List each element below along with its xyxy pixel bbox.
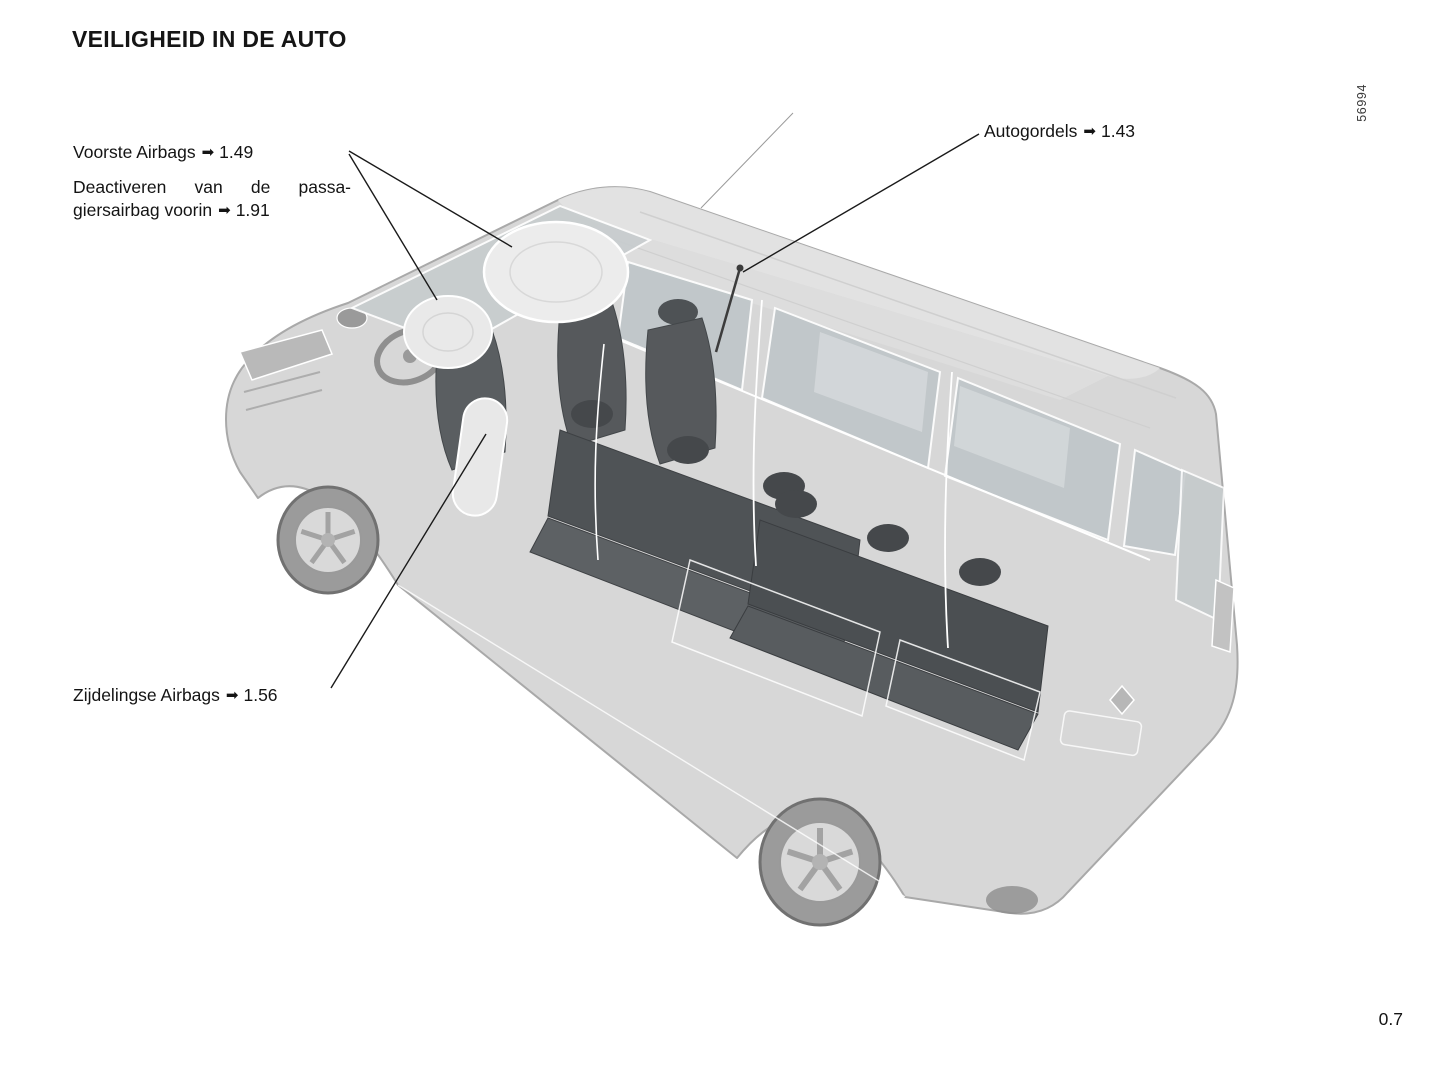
passenger-seat-2 [645, 317, 717, 465]
page-number: 0.7 [1378, 1009, 1403, 1029]
side-airbags-ref: 1.56 [243, 685, 278, 705]
deactivation-line-2-text: giersairbag voorin [73, 199, 213, 220]
brand-diamond-logo [1109, 684, 1135, 716]
roof-line [639, 211, 1177, 399]
door-seam-3 [594, 343, 605, 561]
passenger-front-airbag [482, 220, 630, 324]
airbags-group [403, 220, 630, 517]
passenger-airbag-fold [509, 241, 603, 303]
leader-seat-belts [742, 133, 980, 273]
driver-front-airbag [403, 295, 493, 369]
driver-airbag-fold [422, 312, 474, 352]
belt-anchor [736, 264, 744, 272]
rear-quarter-window [1122, 448, 1187, 557]
rear-wheel-hub [812, 854, 828, 870]
taillight [1211, 578, 1235, 654]
passenger-headrest-2 [658, 299, 698, 325]
roof-line-2 [597, 233, 1151, 429]
headlight [238, 329, 334, 381]
row3-headrest-3 [959, 558, 1001, 586]
deactivation-line-2: giersairbag voorin ➡1.91 [73, 199, 351, 224]
deactivation-line-1: Deactiveren van de passa- [73, 177, 351, 197]
leader-side-airbags [330, 433, 487, 689]
row3-headrest-2 [867, 524, 909, 552]
row2-headrest-1 [571, 400, 613, 428]
ref-arrow-icon: ➡ [201, 144, 215, 161]
row3-seatback [747, 519, 1049, 713]
door-seam-1 [752, 299, 763, 567]
grille-lines [243, 371, 323, 411]
page-title: VEILIGHEID IN DE AUTO [72, 26, 347, 52]
rear-details-group [1059, 578, 1235, 757]
side-airbag [451, 397, 509, 517]
body-seams-group [397, 299, 953, 898]
door-seam-2 [944, 371, 953, 649]
license-plate-recess [1059, 710, 1143, 757]
ref-arrow-icon: ➡ [225, 687, 239, 704]
callout-front-airbags: Voorste Airbags ➡1.49 [73, 141, 253, 166]
farside-window-2 [954, 386, 1070, 488]
side-airbags-label: Zijdelingse Airbags [73, 685, 220, 705]
far-rear-wheel [986, 886, 1038, 914]
callout-passenger-airbag-deactivation: Deactiveren van de passa- giersairbag vo… [73, 176, 351, 223]
floor-frame-2 [885, 638, 1041, 762]
rocker-line [397, 584, 906, 898]
figure-number: 56994 [1355, 84, 1369, 122]
van-roof-shade [570, 224, 1108, 400]
callout-seat-belts: Autogordels ➡1.43 [984, 120, 1135, 145]
row2-headrest-2 [667, 436, 709, 464]
front-airbags-label: Voorste Airbags [73, 142, 196, 162]
wheels-group [276, 485, 1038, 927]
roof-guide-line [700, 112, 794, 209]
leader-front-airbag-passenger [348, 150, 513, 248]
farside-window-1 [814, 332, 928, 432]
seat-belts-label: Autogordels [984, 121, 1078, 141]
front-airbags-ref: 1.49 [219, 142, 254, 162]
row3-headrest-1 [775, 490, 817, 518]
deactivation-ref: 1.91 [235, 199, 270, 220]
row3-cushion [729, 605, 1039, 751]
leader-front-airbag-driver [348, 153, 438, 301]
ref-arrow-icon: ➡ [1083, 123, 1096, 140]
ref-arrow-icon: ➡ [218, 201, 231, 219]
floor-frame-1 [671, 558, 881, 718]
seat-belts-ref: 1.43 [1100, 121, 1136, 141]
callout-leader-lines [330, 133, 980, 689]
callout-side-airbags: Zijdelingse Airbags ➡1.56 [73, 684, 278, 709]
front-wheel-hub [321, 533, 335, 547]
seat-belt [714, 267, 742, 353]
